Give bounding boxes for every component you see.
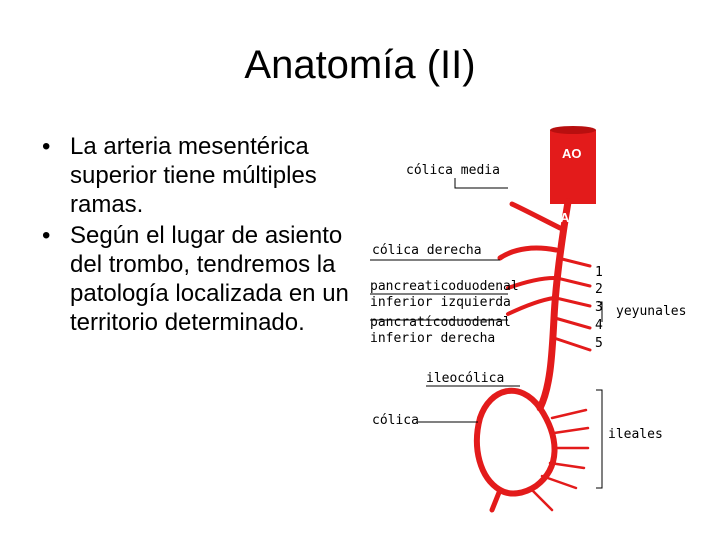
ileocolic-loop xyxy=(474,387,543,493)
terminal-branch xyxy=(489,487,503,513)
aorta-icon xyxy=(550,126,596,204)
ileal-branch xyxy=(540,474,578,490)
label-pd-der-1: pancratícoduodenal xyxy=(370,315,511,330)
label-num-3: 3 xyxy=(595,300,603,315)
bullet-list: • La arteria mesentérica superior tiene … xyxy=(40,132,360,339)
leader-colica-media xyxy=(454,178,508,189)
ileal-branch xyxy=(548,461,586,470)
ileal-branch xyxy=(528,486,554,512)
aorta-body xyxy=(550,130,596,204)
label-num-4: 4 xyxy=(595,318,603,333)
bracket-yeyunales xyxy=(598,301,603,322)
pd-der-branch xyxy=(506,296,556,316)
leader-lines xyxy=(370,178,603,489)
label-pd-izq-2: inferior izquierda xyxy=(370,295,511,310)
label-ao: AO xyxy=(562,146,582,161)
label-ams: AMS xyxy=(560,210,589,225)
label-ileales: ileales xyxy=(608,427,663,442)
label-colica-derecha: cólica derecha xyxy=(372,243,482,258)
bullet-item: • Según el lugar de asiento del trombo, … xyxy=(40,221,360,337)
label-num-1: 1 xyxy=(595,265,603,280)
label-yeyunales: yeyunales xyxy=(616,304,686,319)
artery-network xyxy=(474,198,592,513)
colica-media-branch xyxy=(509,201,563,231)
bullet-text: Según el lugar de asiento del trombo, te… xyxy=(70,222,349,336)
ileal-branch xyxy=(552,426,590,435)
label-ileocolica: ileocólica xyxy=(426,371,504,386)
pd-izq-branch xyxy=(506,276,556,290)
bullet-text: La arteria mesentérica superior tiene mú… xyxy=(70,133,317,218)
ileal-loop xyxy=(497,405,558,497)
ileal-branch xyxy=(550,408,588,420)
bracket-ileales xyxy=(596,389,603,489)
jejunal-branch xyxy=(555,276,592,288)
aorta-top xyxy=(550,126,596,134)
mesenteric-artery-diagram: AO AMS cólica media cólica derecha pancr… xyxy=(370,126,686,513)
jejunal-branch xyxy=(554,296,592,308)
label-num-2: 2 xyxy=(595,282,603,297)
label-colica: cólica xyxy=(372,413,419,428)
label-pd-izq-1: pancreaticoduodenal xyxy=(370,279,519,294)
bullet-dot-icon: • xyxy=(42,222,51,249)
jejunal-branch xyxy=(553,316,592,330)
jejunal-branch xyxy=(556,256,592,268)
jejunal-branch xyxy=(552,336,592,352)
label-num-5: 5 xyxy=(595,336,603,351)
bullet-item: • La arteria mesentérica superior tiene … xyxy=(40,132,360,219)
slide-title: Anatomía (II) xyxy=(244,43,476,87)
bullet-dot-icon: • xyxy=(42,133,51,160)
colica-derecha-branch xyxy=(497,245,559,261)
label-pd-der-2: inferior derecha xyxy=(370,331,495,346)
ams-trunk xyxy=(536,198,572,412)
label-colica-media: cólica media xyxy=(406,163,500,178)
